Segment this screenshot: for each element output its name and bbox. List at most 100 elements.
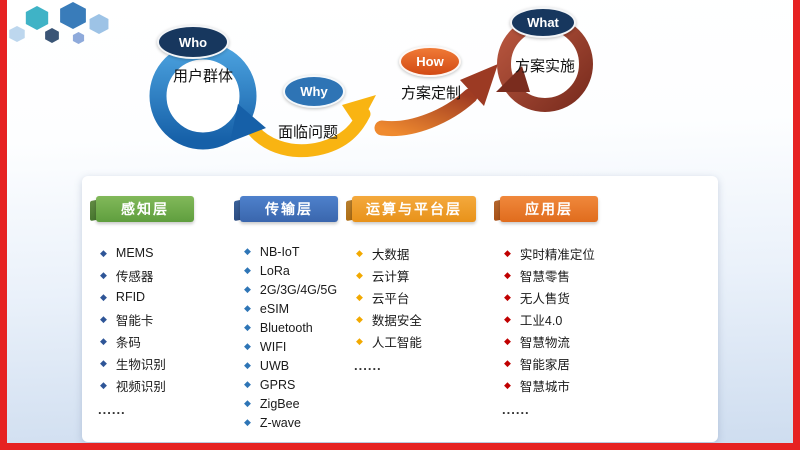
what-circle-fill — [511, 30, 579, 98]
diamond-bullet-icon: ◆ — [244, 265, 251, 275]
layer-item: ◆GPRS — [244, 375, 374, 394]
layer-item-label: 传感器 — [115, 269, 154, 284]
arrow-how — [374, 88, 478, 137]
diamond-bullet-icon: ◆ — [100, 269, 107, 280]
layer-item: ◆ 云计算 — [356, 264, 504, 286]
layer-item: ◆数据安全 — [356, 308, 504, 330]
hexagon-icon — [9, 26, 25, 42]
ellipsis-more: ...... — [354, 358, 382, 373]
diamond-bullet-icon: ◆ — [244, 360, 251, 370]
layer-item: ◆ 云平台 — [356, 286, 504, 308]
circle-arrow-what-head — [496, 66, 530, 92]
diamond-bullet-icon: ◆ — [244, 398, 251, 408]
layer-item-label: 云平台 — [371, 291, 410, 306]
diamond-bullet-icon: ◆ — [356, 291, 363, 302]
diamond-bullet-icon: ◆ — [244, 246, 251, 256]
red-edge-bottom — [0, 443, 800, 450]
layer-item-label: 智慧零售 — [519, 269, 570, 284]
diamond-bullet-icon: ◆ — [100, 247, 107, 258]
layer-item-label: eSIM — [259, 301, 290, 316]
layer-item: ◆ZigBee — [244, 394, 374, 413]
layer-item-label: 智能家居 — [519, 357, 570, 372]
layer-item-label: 人工智能 — [371, 335, 422, 350]
layer-item: ◆ 生物识别 — [100, 352, 230, 374]
arrow-how-head — [460, 64, 498, 106]
hexagon-icon — [60, 2, 86, 29]
diamond-bullet-icon: ◆ — [356, 313, 363, 324]
diamond-bullet-icon: ◆ — [504, 357, 511, 368]
layer-item: ◆智慧城市 — [504, 374, 652, 396]
layer-item: ◆视频识别 — [100, 374, 230, 396]
layer-item: ◆ 2G/3G/4G/5G — [244, 280, 374, 299]
layer-ribbon-perception: 感知层 — [96, 196, 194, 222]
stage-label-how: 方案定制 — [400, 85, 461, 102]
layer-item-list: ◆实时精准定位 ◆智慧零售 ◆无人售货 ◆工业4.0 ◆智慧物流 ◆智能家居 ◆… — [504, 242, 652, 396]
diamond-bullet-icon: ◆ — [356, 269, 363, 280]
diamond-bullet-icon: ◆ — [504, 335, 511, 346]
layer-ribbon-application: 应用层 — [500, 196, 598, 222]
layer-item: ◆ eSIM — [244, 299, 374, 318]
diamond-bullet-icon: ◆ — [356, 247, 363, 258]
layer-item: ◆ 传感器 — [100, 264, 230, 286]
red-edge-right — [793, 0, 800, 450]
layer-item-label: 云计算 — [371, 269, 410, 284]
diamond-bullet-icon: ◆ — [100, 313, 107, 324]
layer-item-label: 智慧城市 — [519, 379, 570, 394]
diamond-bullet-icon: ◆ — [100, 291, 107, 302]
layer-item-label: UWB — [259, 358, 290, 373]
layer-item-list: ◆ 大数据 ◆ 云计算 ◆ 云平台 ◆数据安全 ◆ 人工智能 — [356, 242, 504, 352]
diamond-bullet-icon: ◆ — [504, 247, 511, 258]
ellipsis-more: ...... — [98, 402, 126, 417]
layer-item: ◆ 条码 — [100, 330, 230, 352]
stage-badge-what: What — [510, 7, 576, 38]
diamond-bullet-icon: ◆ — [356, 335, 363, 346]
layer-item: ◆RFID — [100, 286, 230, 308]
layer-item: ◆ 人工智能 — [356, 330, 504, 352]
layer-item: ◆ 智能家居 — [504, 352, 652, 374]
layer-item: ◆ UWB — [244, 356, 374, 375]
layer-title: 感知层 — [121, 201, 169, 217]
layer-item: ◆ 大数据 — [356, 242, 504, 264]
diamond-bullet-icon: ◆ — [100, 335, 107, 346]
layer-item-label: Bluetooth — [259, 320, 313, 335]
layer-item-label: NB-IoT — [259, 244, 300, 259]
layer-item-label: 2G/3G/4G/5G — [259, 282, 338, 297]
layer-column-computing: 运算与平台层 ◆ 大数据 ◆ 云计算 ◆ 云平台 ◆数据安全 ◆ 人工智能 ...... — [352, 196, 504, 373]
arrow-why — [239, 107, 371, 158]
layer-item-label: Z-wave — [259, 415, 301, 430]
diamond-bullet-icon: ◆ — [504, 313, 511, 324]
diamond-bullet-icon: ◆ — [244, 303, 251, 313]
layer-item-label: 大数据 — [371, 247, 410, 262]
layer-item: ◆智慧零售 — [504, 264, 652, 286]
hexagon-icon — [72, 32, 85, 44]
layer-item-label: 生物识别 — [115, 357, 166, 372]
diamond-bullet-icon: ◆ — [100, 357, 107, 368]
layers-panel: 感知层 ◆MEMS ◆传感器 ◆RFID ◆智能卡 ◆条码 ◆生物识别 ◆视频识… — [82, 176, 718, 442]
hexagon-icon — [89, 14, 109, 34]
layer-item-label: 智能卡 — [115, 313, 154, 328]
layer-item-label: LoRa — [259, 263, 290, 278]
layer-item-label: 实时精准定位 — [519, 247, 595, 262]
who-circle-fill — [166, 59, 240, 133]
layer-item: ◆ NB-IoT — [244, 242, 374, 261]
layer-item-label: 智慧物流 — [519, 335, 570, 350]
diamond-bullet-icon: ◆ — [244, 284, 251, 294]
diamond-bullet-icon: ◆ — [244, 322, 251, 332]
layer-item: ◆ 智能卡 — [100, 308, 230, 330]
layer-item-label: 条码 — [115, 335, 141, 350]
layer-column-perception: 感知层 ◆MEMS ◆传感器 ◆RFID ◆智能卡 ◆条码 ◆生物识别 ◆视频识… — [96, 196, 230, 417]
stage-badge-who: Who — [157, 25, 229, 59]
layer-item-list: ◆MEMS ◆传感器 ◆RFID ◆智能卡 ◆条码 ◆生物识别 ◆视频识别 — [100, 242, 230, 396]
layer-title: 传输层 — [265, 201, 313, 217]
hexagon-icon — [45, 28, 59, 43]
diamond-bullet-icon: ◆ — [244, 379, 251, 389]
layer-item-label: WIFI — [259, 339, 287, 354]
layer-title: 运算与平台层 — [366, 201, 462, 217]
diamond-bullet-icon: ◆ — [244, 417, 251, 427]
arrow-why-head — [342, 95, 376, 129]
diamond-bullet-icon: ◆ — [504, 291, 511, 302]
layer-column-application: 应用层 ◆实时精准定位 ◆智慧零售 ◆无人售货 ◆工业4.0 ◆智慧物流 ◆智能… — [500, 196, 652, 417]
layer-ribbon-computing: 运算与平台层 — [352, 196, 476, 222]
red-edge-left — [0, 0, 7, 450]
